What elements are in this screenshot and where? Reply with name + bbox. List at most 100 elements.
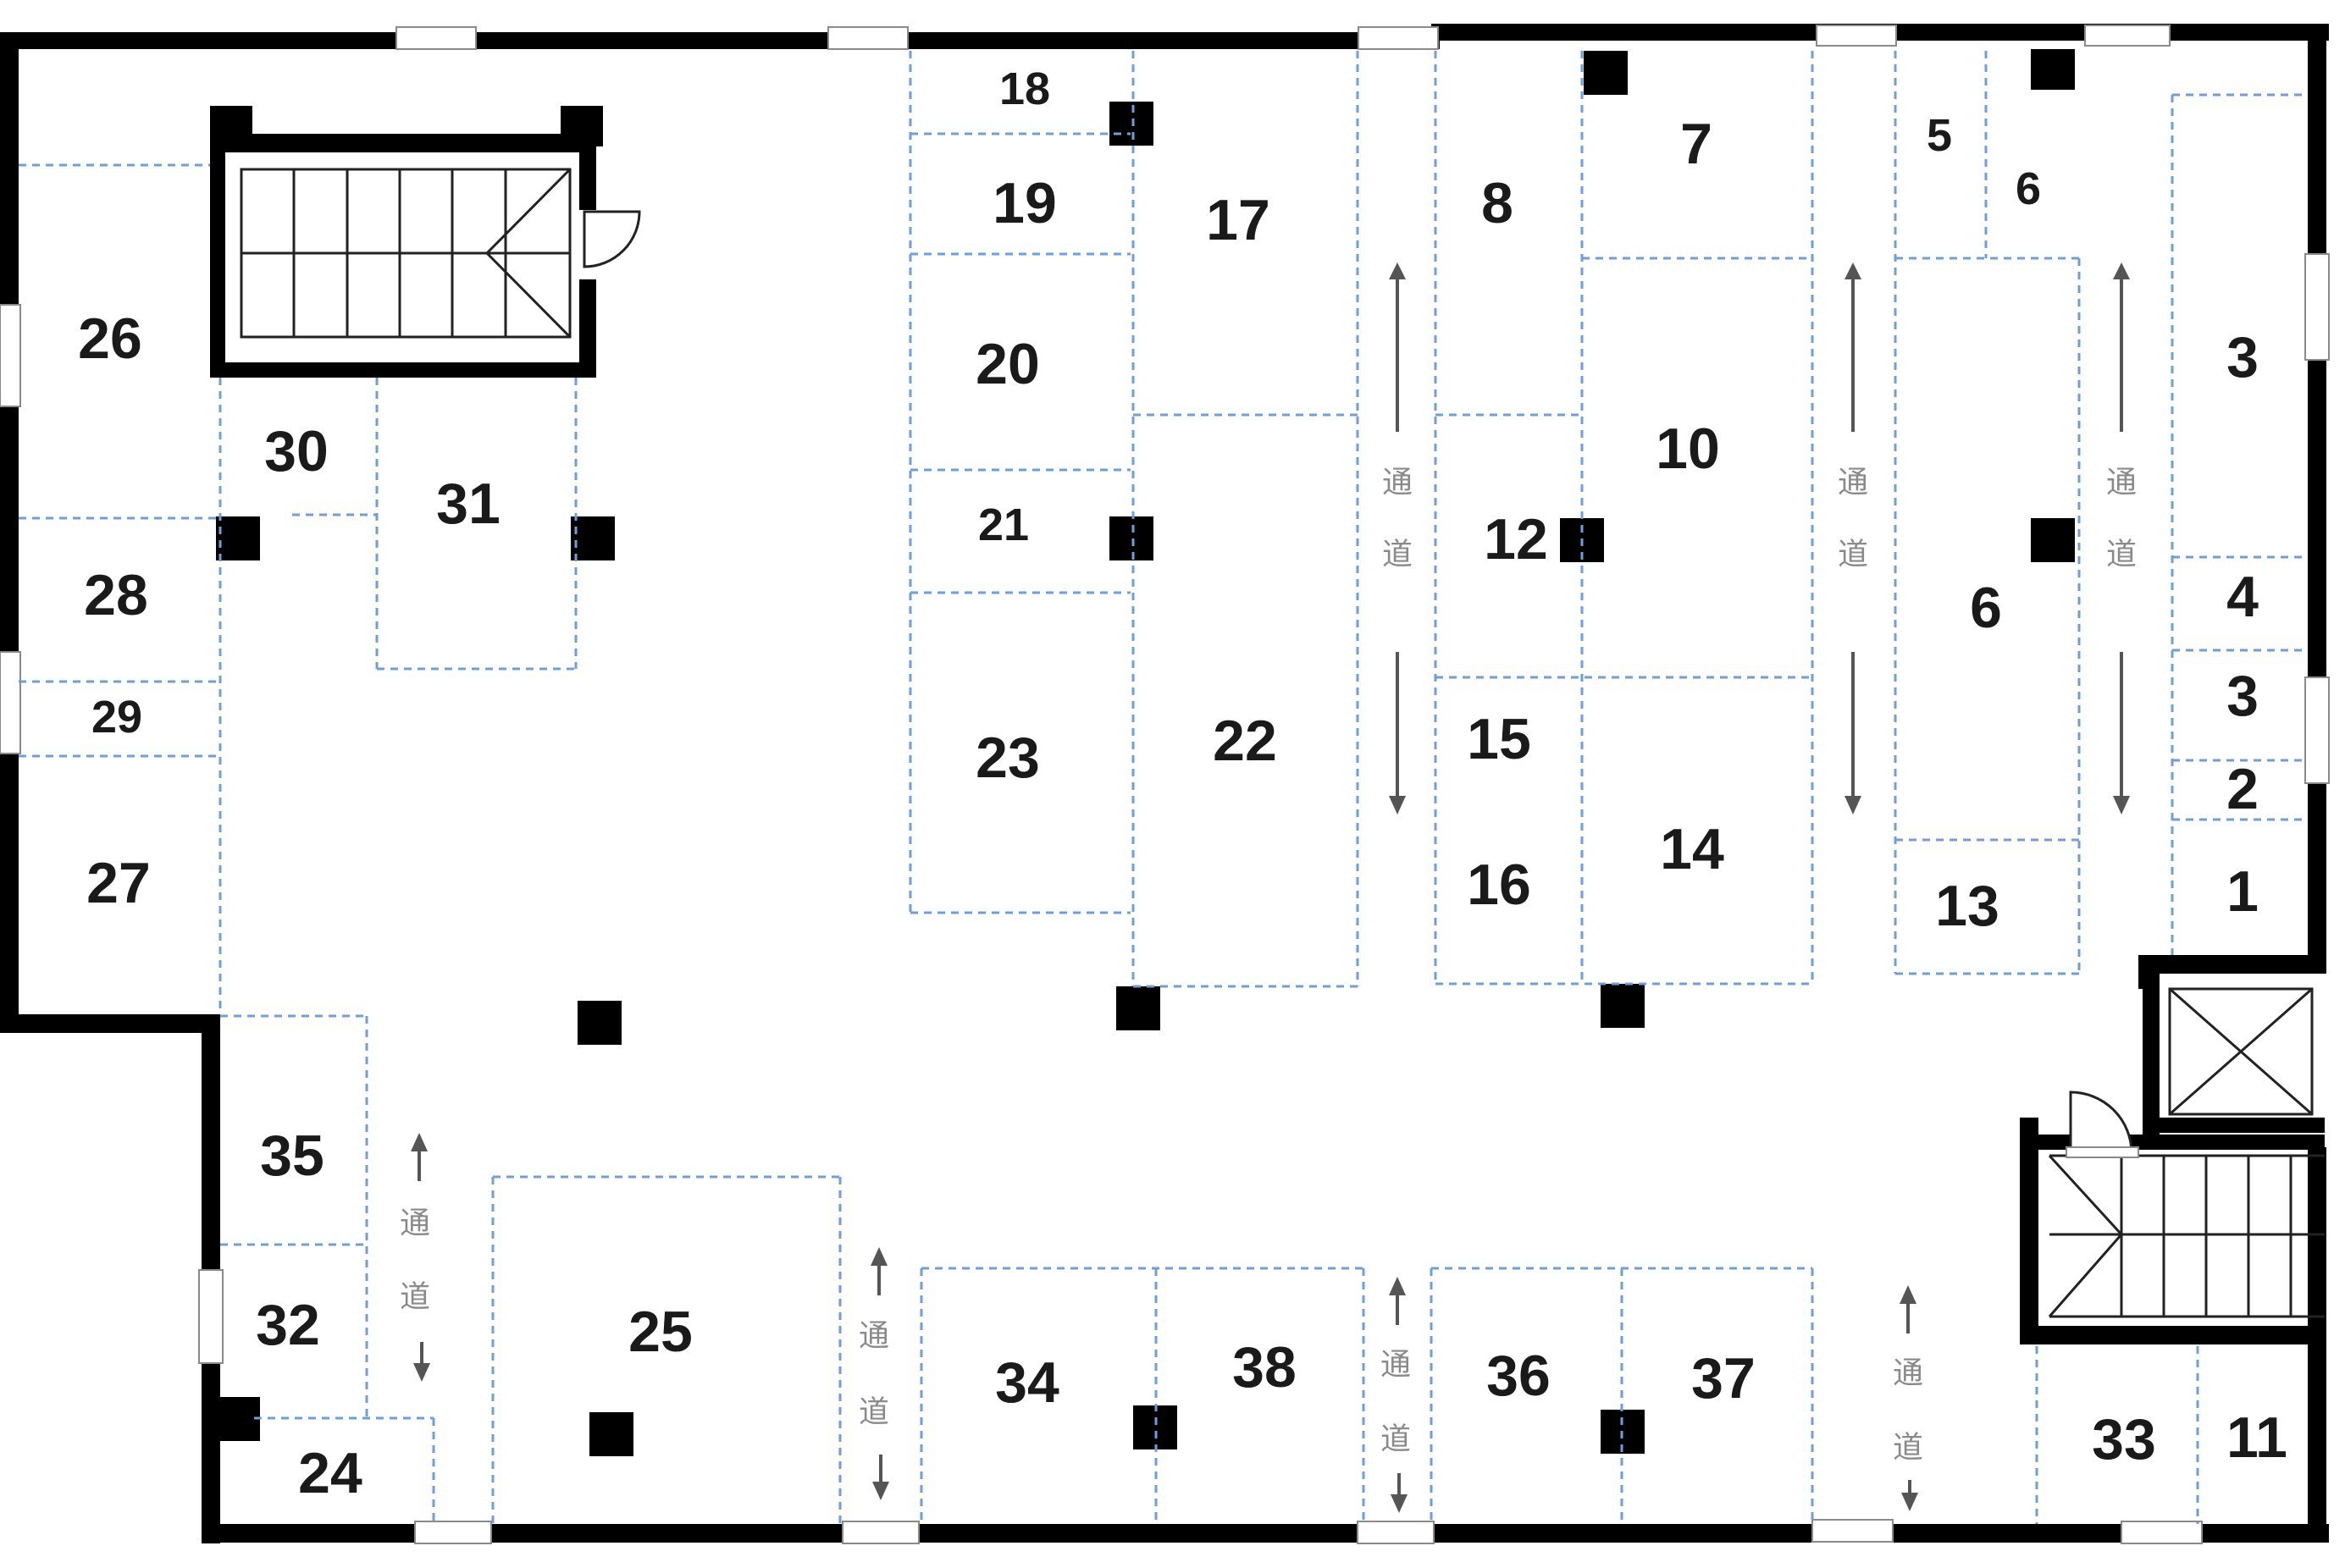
space-label: 31 [436,472,501,536]
door-icon [583,210,641,268]
space-label: 19 [993,171,1057,235]
arrow-down-icon [2113,796,2130,814]
column-icon [2031,49,2075,90]
window-icon [2304,253,2330,361]
svg-text:道: 道 [2106,538,2137,572]
space-label: 2 [2226,757,2259,821]
outer-walls [0,24,2329,1543]
space-label: 11 [2226,1405,2287,1470]
space-label: 30 [264,419,329,483]
window-icon [2121,1521,2203,1544]
arrow-down-icon [413,1363,430,1382]
space-label: 35 [260,1124,324,1188]
column-icon [1133,1405,1177,1449]
svg-text:通: 通 [1893,1356,1923,1391]
space-label: 12 [1484,507,1548,571]
space-label: 8 [1481,171,1513,235]
arrow-down-icon [1844,796,1861,814]
svg-text:道: 道 [859,1395,889,1430]
svg-text:通: 通 [2106,466,2137,500]
space-label: 6 [1970,576,2002,640]
aisle-marker: 通 道 [1893,1285,1923,1511]
svg-text:通: 通 [1382,466,1413,500]
window-icon [1358,26,1439,50]
aisle-markers: 通 道 通 道 通 道 通 道 [400,262,2137,1513]
column-icon [1584,51,1628,95]
space-label: 18 [999,63,1050,114]
window-icon [2304,676,2330,784]
arrow-down-icon [1389,796,1406,814]
aisle-marker: 通 道 [400,1133,430,1382]
space-label: 6 [2016,163,2041,214]
svg-text:道: 道 [1893,1431,1923,1466]
column-icon [1601,984,1645,1028]
column-icon [578,1001,622,1045]
arrow-down-icon [872,1482,889,1500]
space-label: 17 [1206,188,1270,252]
space-label: 1 [2226,859,2259,924]
columns [216,49,2075,1456]
svg-text:道: 道 [400,1280,430,1315]
window-icon [2084,25,2171,47]
aisle-marker: 通 道 [2106,262,2137,814]
space-label: 28 [84,563,148,627]
column-icon [1109,102,1153,146]
space-outlines [19,51,2308,1524]
column-icon [1109,516,1153,560]
aisle-marker: 通 道 [1382,262,1413,814]
space-label: 3 [2226,664,2259,728]
space-label: 34 [995,1350,1059,1415]
space-label: 38 [1232,1335,1297,1400]
space-label: 5 [1927,110,1952,161]
svg-text:道: 道 [1382,538,1413,572]
arrow-down-icon [1391,1494,1408,1513]
space-label: 20 [976,332,1040,396]
door-icon [2066,1090,2139,1158]
svg-text:通: 通 [400,1206,430,1241]
space-label: 22 [1213,709,1277,773]
svg-text:通: 通 [1380,1348,1411,1383]
arrow-up-icon [411,1133,428,1151]
window-icon [827,26,909,50]
elevator-icon [2143,974,2325,1135]
space-label: 10 [1656,417,1720,481]
arrow-up-icon [1389,1277,1406,1295]
arrow-up-icon [1389,262,1406,279]
space-label: 14 [1660,817,1724,881]
column-icon [571,516,615,560]
window-icon [414,1521,492,1544]
space-label: 15 [1467,707,1531,771]
space-label: 7 [1680,112,1712,176]
svg-text:道: 道 [1838,538,1868,572]
window-icon [0,304,21,407]
arrow-down-icon [1901,1493,1918,1511]
aisle-marker: 通 道 [1380,1277,1411,1513]
space-label: 29 [91,692,142,743]
window-icon [1816,25,1897,47]
column-icon [216,1397,260,1441]
aisle-marker: 通 道 [1838,262,1868,814]
space-label: 4 [2226,565,2259,629]
space-label: 24 [298,1441,362,1505]
space-label: 21 [978,500,1029,550]
svg-text:通: 通 [859,1319,889,1354]
space-label: 23 [976,726,1040,790]
space-label: 13 [1935,874,1999,938]
window-icon [1811,1519,1894,1543]
window-icon [395,26,477,50]
space-label: 16 [1467,853,1531,917]
space-label: 26 [78,306,142,371]
window-icon [842,1521,920,1544]
arrow-up-icon [1844,262,1861,279]
svg-text:通: 通 [1838,466,1868,500]
window-icon [0,651,21,754]
space-label: 3 [2226,325,2259,389]
column-icon [216,516,260,560]
windows [0,25,2330,1544]
arrow-up-icon [871,1247,888,1266]
column-icon [1116,986,1160,1030]
svg-text:道: 道 [1380,1422,1411,1457]
arrow-up-icon [1900,1285,1916,1304]
space-label: 36 [1486,1344,1551,1408]
space-label: 25 [628,1300,693,1364]
